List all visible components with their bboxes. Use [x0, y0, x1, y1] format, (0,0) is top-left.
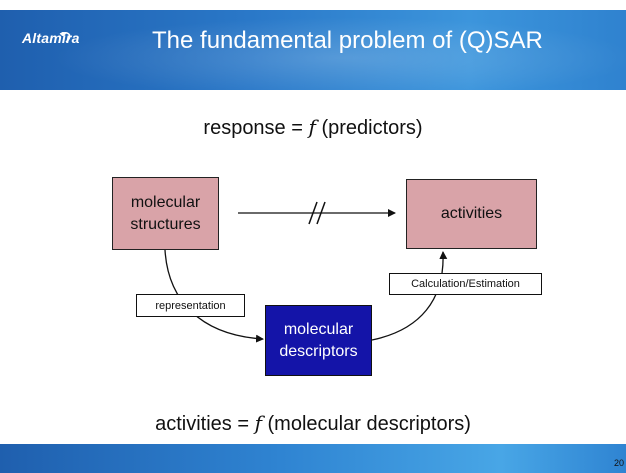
logo-swoosh-icon	[59, 31, 71, 43]
node-activities: activities	[406, 179, 537, 249]
banner-highlight	[0, 10, 626, 90]
footer-banner	[0, 444, 626, 473]
edge-label-calculation-text: Calculation/Estimation	[411, 278, 520, 290]
edge-label-representation-text: representation	[155, 299, 226, 312]
equation-top-right: (predictors)	[315, 117, 423, 139]
edge-label-calculation: Calculation/Estimation	[389, 273, 542, 295]
node-molecular-descriptors-line1: molecular	[283, 320, 354, 338]
equation-top-function: f	[308, 115, 316, 139]
equation-bottom-right: (molecular descriptors)	[261, 413, 471, 435]
header-banner	[0, 10, 626, 90]
node-molecular-descriptors: molecular descriptors	[265, 305, 372, 376]
node-molecular-structures-line2: structures	[130, 215, 201, 233]
equation-bottom-left: activities =	[155, 413, 255, 435]
break-mark-2	[316, 201, 326, 225]
node-molecular-structures: molecular structures	[112, 177, 219, 250]
equation-top-left: response =	[203, 117, 309, 139]
node-activities-label: activities	[440, 205, 503, 222]
equation-bottom: activities = f (molecular descriptors)	[0, 411, 626, 436]
node-molecular-structures-line1: molecular	[130, 193, 201, 211]
break-mark-1	[308, 201, 318, 225]
node-molecular-descriptors-line2: descriptors	[279, 342, 358, 360]
calculation-arrow	[371, 251, 448, 341]
equation-top: response = f (predictors)	[0, 115, 626, 140]
edge-label-representation: representation	[136, 294, 245, 317]
logo-text: Altamira	[22, 30, 80, 46]
page-number: 20	[613, 458, 624, 468]
slide-title: The fundamental problem of (Q)SAR	[152, 27, 543, 54]
equation-bottom-function: f	[254, 411, 262, 435]
